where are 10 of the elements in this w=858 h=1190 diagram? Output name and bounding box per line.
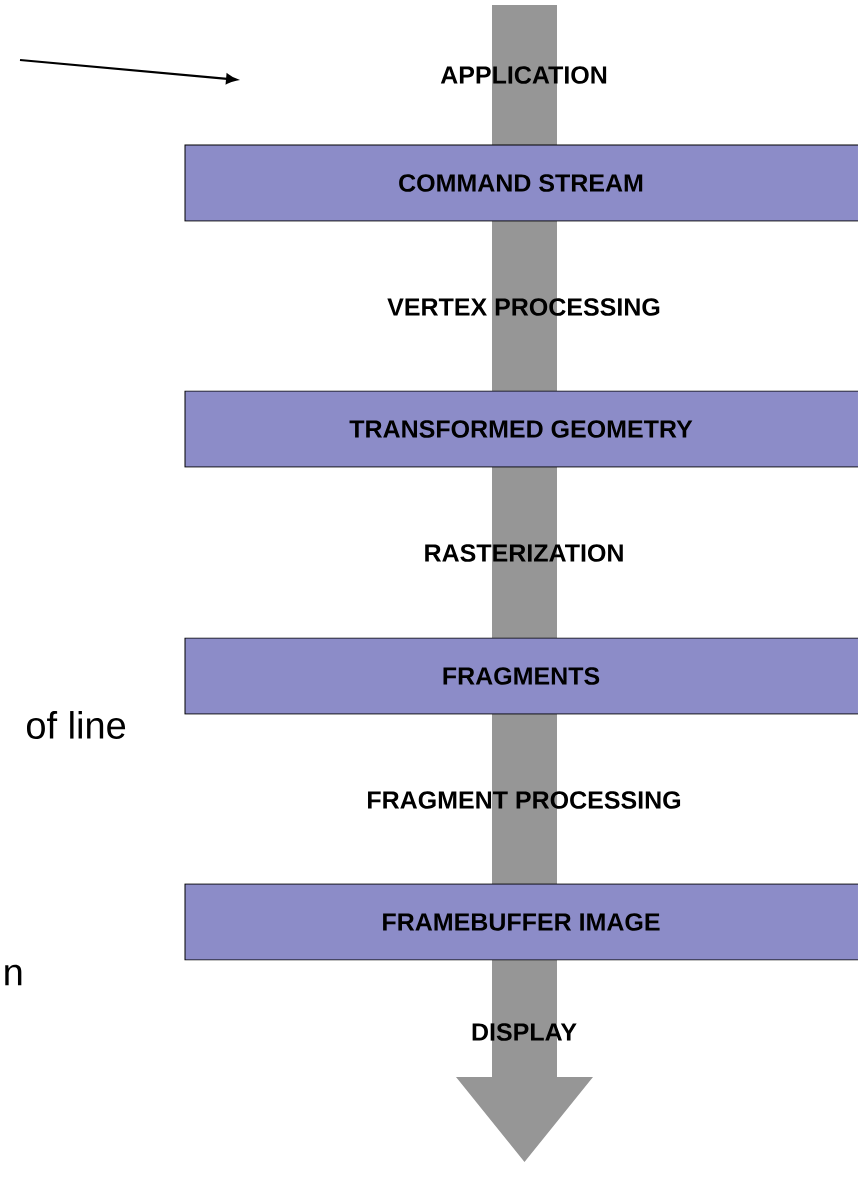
stage-box: FRAMEBUFFER IMAGE xyxy=(184,883,858,961)
body-text: of line xyxy=(27,711,126,739)
stage-label: RASTERIZATION xyxy=(425,544,623,562)
stage-box: FRAGMENTS xyxy=(184,637,858,715)
stage-label: FRAGMENT PROCESSING xyxy=(368,791,681,809)
stage-label: APPLICATION xyxy=(440,66,607,84)
stage-box: TRANSFORMED GEOMETRY xyxy=(184,390,858,468)
stage-box: COMMAND STREAM xyxy=(184,144,858,222)
stage-label: VERTEX PROCESSING xyxy=(387,298,660,316)
body-text: n xyxy=(5,964,22,986)
